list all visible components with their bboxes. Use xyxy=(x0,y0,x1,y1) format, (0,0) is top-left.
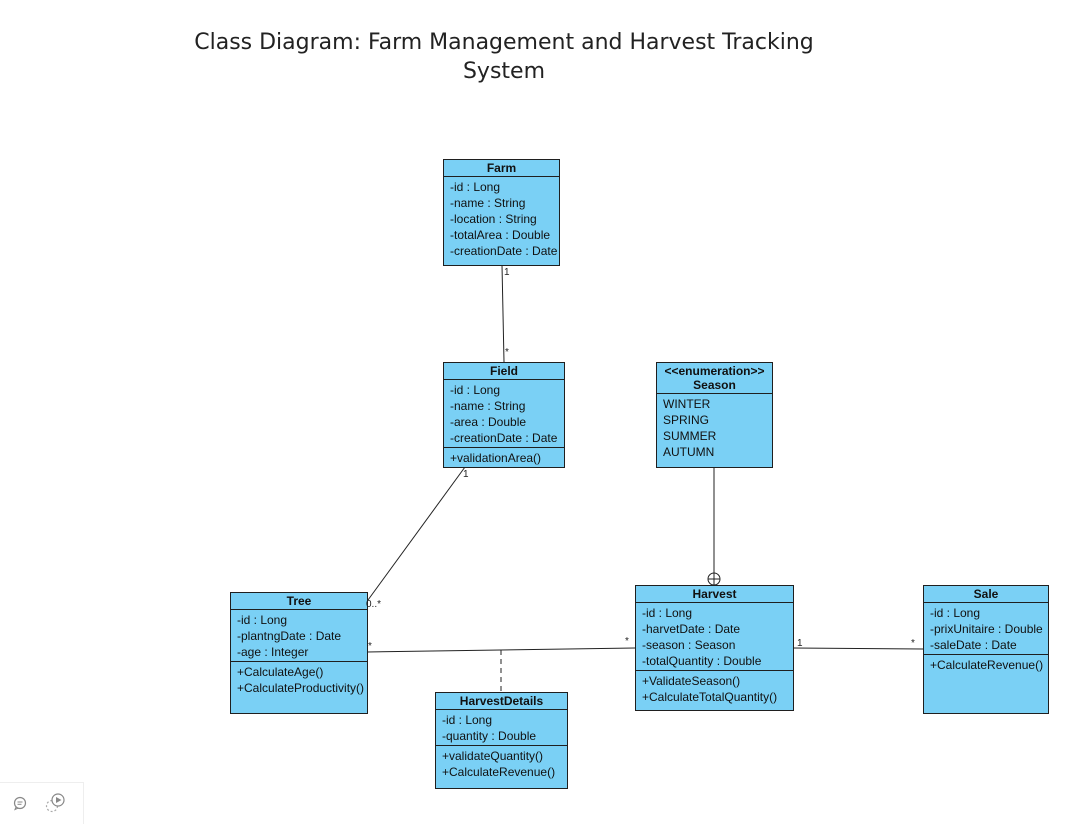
season-literals: WINTER SPRING SUMMER AUTUMN xyxy=(657,394,772,461)
harvest-attribute: -totalQuantity : Double xyxy=(642,654,762,668)
field-class[interactable]: Field -id : Long -name : String -area : … xyxy=(443,362,565,468)
sale-attribute: -id : Long xyxy=(930,606,981,620)
tree-attribute: -age : Integer xyxy=(237,645,309,659)
title-line-2: System xyxy=(462,59,546,84)
farm-attribute: -id : Long xyxy=(450,180,501,194)
sale-attributes: -id : Long -prixUnitaire : Double -saleD… xyxy=(924,603,1048,654)
harvest-attributes: -id : Long -harvetDate : Date -season : … xyxy=(636,603,793,670)
multiplicity-label: 1 xyxy=(797,638,803,649)
harvest-sale-association[interactable] xyxy=(792,647,924,650)
harvestdetails-operations: +validateQuantity() +CalculateRevenue() xyxy=(436,745,567,781)
tree-attribute: -id : Long xyxy=(237,613,288,627)
farm-attribute: -location : String xyxy=(450,212,537,226)
harvest-attribute: -harvetDate : Date xyxy=(642,622,741,636)
tree-class[interactable]: Tree -id : Long -plantngDate : Date -age… xyxy=(230,592,368,714)
title-line-1: Class Diagram: Farm Management and Harve… xyxy=(194,30,814,55)
tree-operation: +CalculateProductivity() xyxy=(237,681,365,695)
multiplicity-label: 1 xyxy=(504,267,510,278)
harvest-class[interactable]: Harvest -id : Long -harvetDate : Date -s… xyxy=(635,585,794,711)
farm-attributes: -id : Long -name : String -location : St… xyxy=(444,177,559,260)
season-stereotype: <<enumeration>> xyxy=(664,364,765,378)
multiplicity-label: 0..* xyxy=(366,599,382,610)
season-literal: SUMMER xyxy=(663,429,717,443)
harvest-operation: +CalculateTotalQuantity() xyxy=(642,690,778,704)
sale-operation: +CalculateRevenue() xyxy=(930,658,1044,672)
farm-class-name: Farm xyxy=(444,160,559,177)
sale-attribute: -saleDate : Date xyxy=(930,638,1017,652)
multiplicity-label: * xyxy=(505,347,509,358)
tree-attributes: -id : Long -plantngDate : Date -age : In… xyxy=(231,610,367,661)
farm-field-association[interactable] xyxy=(501,264,505,363)
field-operation: +validationArea() xyxy=(450,451,542,465)
season-literal: WINTER xyxy=(663,397,711,411)
harvest-attribute: -season : Season xyxy=(642,638,736,652)
season-literal: SPRING xyxy=(663,413,710,427)
multiplicity-label: 1 xyxy=(463,469,469,480)
farm-attribute: -totalArea : Double xyxy=(450,228,551,242)
containment-circle-icon xyxy=(707,572,721,586)
field-tree-association[interactable] xyxy=(367,466,466,601)
tree-class-name: Tree xyxy=(231,593,367,610)
sale-class-name: Sale xyxy=(924,586,1048,603)
field-attribute: -name : String xyxy=(450,399,526,413)
harvest-attribute: -id : Long xyxy=(642,606,693,620)
harvestdetails-operation: +CalculateRevenue() xyxy=(442,765,556,779)
season-header: <<enumeration>> Season xyxy=(657,363,772,394)
harvestdetails-attributes: -id : Long -quantity : Double xyxy=(436,710,567,745)
farm-class[interactable]: Farm -id : Long -name : String -location… xyxy=(443,159,560,266)
tree-operation: +CalculateAge() xyxy=(237,665,324,679)
harvest-operation: +ValidateSeason() xyxy=(642,674,741,688)
farm-attribute: -name : String xyxy=(450,196,526,210)
field-class-name: Field xyxy=(444,363,564,380)
harvestdetails-attribute: -id : Long xyxy=(442,713,493,727)
sale-class[interactable]: Sale -id : Long -prixUnitaire : Double -… xyxy=(923,585,1049,714)
multiplicity-label: * xyxy=(368,641,372,652)
sale-operations: +CalculateRevenue() xyxy=(924,654,1048,674)
multiplicity-label: * xyxy=(911,638,915,649)
comment-icon[interactable] xyxy=(12,795,28,816)
harvestdetails-class[interactable]: HarvestDetails -id : Long -quantity : Do… xyxy=(435,692,568,789)
harvest-class-name: Harvest xyxy=(636,586,793,603)
tree-operations: +CalculateAge() +CalculateProductivity() xyxy=(231,661,367,697)
field-attribute: -id : Long xyxy=(450,383,501,397)
harvestdetails-operation: +validateQuantity() xyxy=(442,749,544,763)
field-attributes: -id : Long -name : String -area : Double… xyxy=(444,380,564,447)
present-icon[interactable] xyxy=(44,792,66,819)
season-class-name: Season xyxy=(693,378,736,392)
sale-attribute: -prixUnitaire : Double xyxy=(930,622,1043,636)
season-literal: AUTUMN xyxy=(663,445,715,459)
harvestdetails-class-name: HarvestDetails xyxy=(436,693,567,710)
diagram-title: Class Diagram: Farm Management and Harve… xyxy=(180,28,828,86)
corner-toolbar xyxy=(0,782,84,824)
harvest-operations: +ValidateSeason() +CalculateTotalQuantit… xyxy=(636,670,793,706)
field-operations: +validationArea() xyxy=(444,447,564,467)
field-attribute: -creationDate : Date xyxy=(450,431,558,445)
farm-attribute: -creationDate : Date xyxy=(450,244,558,258)
multiplicity-label: * xyxy=(625,636,629,647)
harvestdetails-attribute: -quantity : Double xyxy=(442,729,537,743)
field-attribute: -area : Double xyxy=(450,415,527,429)
tree-attribute: -plantngDate : Date xyxy=(237,629,342,643)
season-enumeration[interactable]: <<enumeration>> Season WINTER SPRING SUM… xyxy=(656,362,773,468)
